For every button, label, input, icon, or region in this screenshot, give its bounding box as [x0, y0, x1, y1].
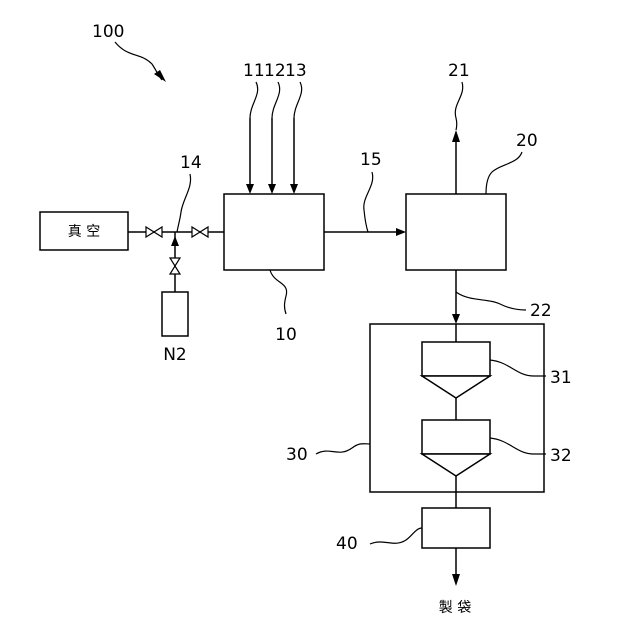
valve-n2	[170, 258, 180, 274]
input-12-arrowhead	[268, 184, 276, 194]
label-input-11: 11	[243, 61, 265, 81]
label-pipe-22: 22	[530, 301, 552, 321]
label-output-21: 21	[448, 61, 470, 81]
input-11-leader	[250, 82, 258, 118]
vacuum-label: 真 空	[68, 224, 100, 240]
input-12-leader	[272, 82, 280, 118]
product-label: 製 袋	[439, 600, 471, 616]
pipe-22-leader-line	[456, 292, 526, 310]
n2-cylinder	[162, 292, 188, 336]
label-hopper-32: 32	[550, 446, 572, 466]
label-system-number: 100	[92, 22, 124, 42]
pipe-22-arrowhead	[452, 314, 460, 324]
n2-flow-arrowhead	[171, 236, 179, 246]
label-pipe-14: 14	[180, 153, 202, 173]
label-mixer-number: 10	[275, 325, 297, 345]
pipe-15-arrowhead	[396, 228, 406, 236]
hopper-32-body	[422, 420, 490, 454]
unit-40-leader-line	[370, 528, 422, 544]
n2-label: N2	[163, 345, 187, 365]
pipe-15-leader-line	[364, 172, 373, 232]
unit-40-box	[422, 508, 490, 548]
input-11-arrowhead	[246, 184, 254, 194]
valve-vacuum	[146, 227, 162, 237]
output-21-leader-line	[455, 82, 462, 130]
hopper-31-body	[422, 342, 490, 376]
output-21-arrowhead	[452, 130, 460, 142]
input-13-leader	[294, 82, 302, 118]
unit-20-leader-line	[486, 152, 522, 194]
label-pipe-15: 15	[360, 150, 382, 170]
output-arrowhead	[452, 574, 460, 586]
label-hopper-31: 31	[550, 368, 572, 388]
mixer-box	[224, 194, 324, 270]
label-input-13: 13	[285, 61, 307, 81]
unit-30-leader-line	[316, 444, 370, 454]
valve-mixer-inlet	[192, 227, 208, 237]
system-leader-arrowhead	[154, 70, 166, 82]
label-unit-20: 20	[516, 131, 538, 151]
pipe-14-leader-line	[177, 174, 191, 232]
mixer-leader-line	[270, 270, 287, 314]
label-unit-30: 30	[286, 445, 308, 465]
unit-20-box	[406, 194, 506, 270]
label-input-12: 12	[264, 61, 286, 81]
label-unit-40: 40	[336, 534, 358, 554]
input-13-arrowhead	[290, 184, 298, 194]
